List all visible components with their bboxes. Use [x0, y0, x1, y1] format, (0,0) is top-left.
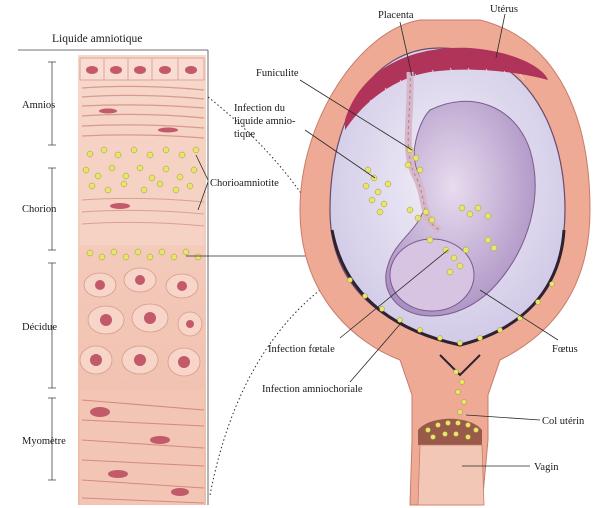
- infection-foetale-label: Infection fœtale: [268, 344, 335, 355]
- col-uterin-label: Col utérin: [542, 416, 585, 427]
- infection-liquide-label-3: tique: [234, 129, 255, 140]
- chorion-layer: [80, 145, 204, 245]
- chorioamniotite-label: Chorioamniotite: [210, 178, 279, 189]
- vagin-label: Vagin: [534, 462, 559, 473]
- infection-liquide-label-1: Infection du: [234, 103, 286, 114]
- uterus-label: Utérus: [490, 4, 518, 15]
- chorion-label: Chorion: [22, 204, 57, 215]
- decidue-label: Décidue: [22, 322, 57, 333]
- liquide-amniotique-label: Liquide amniotique: [52, 33, 142, 45]
- funiculite-label: Funiculite: [256, 68, 299, 79]
- infection-liquide-label-2: liquide amnio-: [234, 116, 296, 127]
- placenta-label: Placenta: [378, 10, 414, 21]
- foetus-label: Fœtus: [552, 344, 578, 355]
- myometre-label: Myomètre: [22, 436, 66, 447]
- uterus-illustration: [300, 20, 590, 505]
- tissue-panel: Liquide amniotique Amnios Chorion Décidu…: [18, 33, 208, 505]
- vagina: [418, 445, 484, 505]
- fetus-head: [390, 239, 474, 311]
- layer-brackets: [48, 62, 56, 480]
- amnios-label: Amnios: [22, 100, 55, 111]
- infection-amniochoriale-label: Infection amniochoriale: [262, 384, 363, 395]
- amnios-epithelium: [80, 58, 204, 80]
- myometrium-fibers: [80, 390, 204, 505]
